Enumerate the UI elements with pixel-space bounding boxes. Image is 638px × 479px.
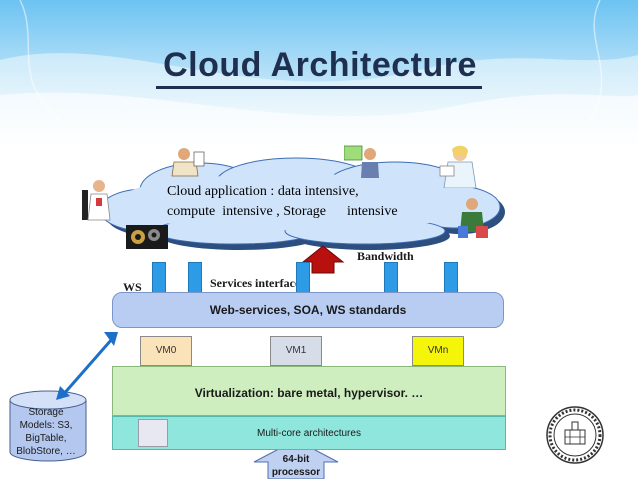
processor-text: 64-bit processor (262, 453, 330, 479)
presenter-person-icon (344, 145, 379, 178)
vm-1-label: VM1 (285, 345, 307, 356)
virtualization-label: Virtualization: bare metal, hypervisor. … (194, 386, 424, 400)
cloud-application-text: Cloud application : data intensive, comp… (167, 182, 437, 222)
cpu-chip-icon (138, 419, 168, 447)
cloud-text-line-1: Cloud application : data intensive, (167, 184, 359, 199)
businessman-person-icon (171, 148, 205, 177)
storage-line-3: BigTable, (25, 433, 67, 444)
bandwidth-label: Bandwidth (357, 249, 414, 263)
service-port (384, 262, 398, 294)
storage-cylinder (9, 390, 87, 462)
web-services-layer: Web-services, SOA, WS standards (112, 292, 504, 328)
cloud-text-line-2: compute intensive , Storage intensive (167, 204, 398, 219)
service-port (188, 262, 202, 294)
processor-line-1: 64-bit (282, 454, 310, 465)
multicore-layer: Multi-core architectures (112, 416, 506, 450)
storage-models-text: Storage Models: S3, BigTable, BlobStore,… (6, 406, 86, 458)
services-interface-label: Services interface (210, 276, 301, 290)
storage-line-2: Models: S3, (19, 420, 73, 431)
storage-line-1: Storage (28, 407, 64, 418)
university-seal-logo (546, 406, 604, 464)
service-port (296, 262, 310, 294)
storage-line-4: BlobStore, … (16, 446, 76, 457)
title-underline (156, 86, 482, 89)
vm-n-label: VMn (427, 345, 449, 356)
processor-line-2: processor (271, 467, 321, 478)
woman-person-icon (439, 145, 477, 188)
virtualization-layer: Virtualization: bare metal, hypervisor. … (112, 366, 506, 416)
vm-0-label: VM0 (155, 345, 177, 356)
vm-box-n: VMn (412, 336, 464, 366)
scientist-person-icon (82, 180, 111, 221)
sky-background (0, 0, 638, 150)
vm-box-1: VM1 (270, 336, 322, 366)
gears-icon (126, 225, 168, 249)
shopper-person-icon (458, 198, 488, 238)
service-port (444, 262, 458, 294)
web-services-label: Web-services, SOA, WS standards (209, 303, 407, 317)
service-port (152, 262, 166, 294)
vm-box-0: VM0 (140, 336, 192, 366)
ws-label: WS (123, 280, 142, 294)
multicore-label: Multi-core architectures (257, 428, 361, 439)
page-title: Cloud Architecture (163, 46, 477, 84)
